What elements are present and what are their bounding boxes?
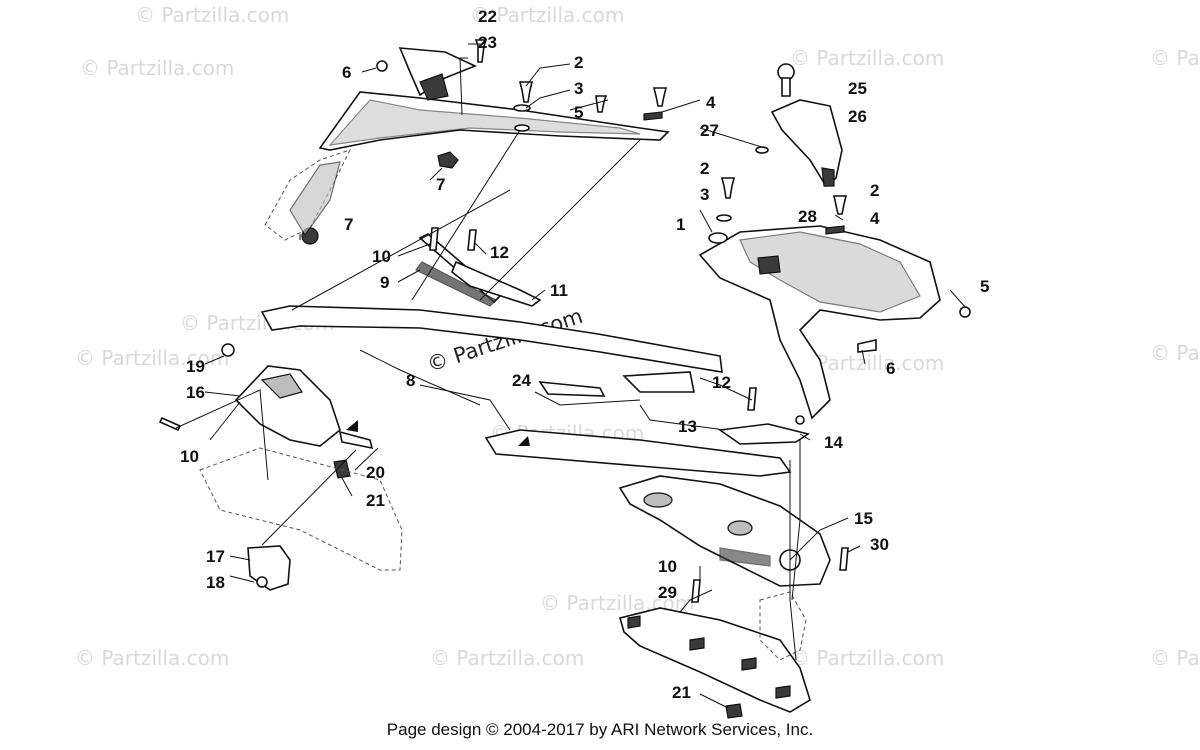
watermark-layer: © Partzilla.com © Partzilla.com © Partzi… <box>75 3 1200 670</box>
watermark: © Partzilla.com <box>790 646 944 670</box>
callout-5: 5 <box>574 103 583 122</box>
reference-arrows <box>346 420 530 446</box>
lower-frame-bar <box>484 371 810 477</box>
callout-4: 4 <box>706 93 716 112</box>
callout-24: 24 <box>512 371 531 390</box>
callout-22: 22 <box>478 7 497 26</box>
callout-2: 2 <box>700 159 709 178</box>
callout-7: 7 <box>344 215 353 234</box>
watermark: © Partzilla.com <box>790 46 944 70</box>
callout-8: 8 <box>406 371 415 390</box>
callout-9: 9 <box>380 273 389 292</box>
callout-17: 17 <box>206 547 225 566</box>
callout-30: 30 <box>870 535 889 554</box>
callout-27: 27 <box>700 121 719 140</box>
callout-25: 25 <box>848 79 867 98</box>
callout-12: 12 <box>490 243 509 262</box>
callout-4: 4 <box>870 209 880 228</box>
callout-labels: 22 23 6 2 3 5 4 25 26 27 7 2 3 2 4 1 28 … <box>180 7 989 702</box>
callout-2: 2 <box>870 181 879 200</box>
callout-23: 23 <box>478 33 497 52</box>
upper-dash-panel <box>264 47 670 245</box>
right-side-shroud <box>698 63 971 420</box>
callout-26: 26 <box>848 107 867 126</box>
watermark: © Partzilla.com <box>1150 46 1200 70</box>
callout-28: 28 <box>798 207 817 226</box>
callout-3: 3 <box>700 185 709 204</box>
callout-11: 11 <box>550 281 568 300</box>
callout-10: 10 <box>658 557 677 576</box>
callout-29: 29 <box>658 583 677 602</box>
skid-plate <box>619 579 811 719</box>
watermark: © Partzilla.com <box>80 56 234 80</box>
callout-20: 20 <box>366 463 385 482</box>
lower-right-bracket <box>618 475 849 587</box>
left-bracket <box>158 343 403 591</box>
watermark: © Partzilla.com <box>1150 646 1200 670</box>
callout-21: 21 <box>672 683 691 702</box>
leader-lines <box>175 43 967 709</box>
watermark: © Partzilla.com <box>470 3 624 27</box>
callout-15: 15 <box>854 509 873 528</box>
callout-5: 5 <box>980 277 989 296</box>
watermark: © Partzilla.com <box>1150 341 1200 365</box>
callout-7: 7 <box>436 175 445 194</box>
callout-6: 6 <box>342 63 351 82</box>
watermark: © Partzilla.com <box>135 3 289 27</box>
callout-6: 6 <box>886 359 895 378</box>
callout-16: 16 <box>186 383 205 402</box>
callout-12: 12 <box>712 373 731 392</box>
watermark: © Partzilla.com <box>75 646 229 670</box>
callout-18: 18 <box>206 573 225 592</box>
watermark: © Partzilla.com <box>75 346 229 370</box>
callout-3: 3 <box>574 79 583 98</box>
callout-21: 21 <box>366 491 385 510</box>
callout-2: 2 <box>574 53 583 72</box>
top-fasteners <box>474 39 668 132</box>
callout-19: 19 <box>186 357 205 376</box>
callout-1: 1 <box>676 215 685 234</box>
watermark: © Partzilla.com <box>430 646 584 670</box>
callout-13: 13 <box>678 417 697 436</box>
callout-10: 10 <box>372 247 391 266</box>
callout-10: 10 <box>180 447 199 466</box>
callout-14: 14 <box>824 433 843 452</box>
page-footer: Page design © 2004-2017 by ARI Network S… <box>386 720 814 739</box>
